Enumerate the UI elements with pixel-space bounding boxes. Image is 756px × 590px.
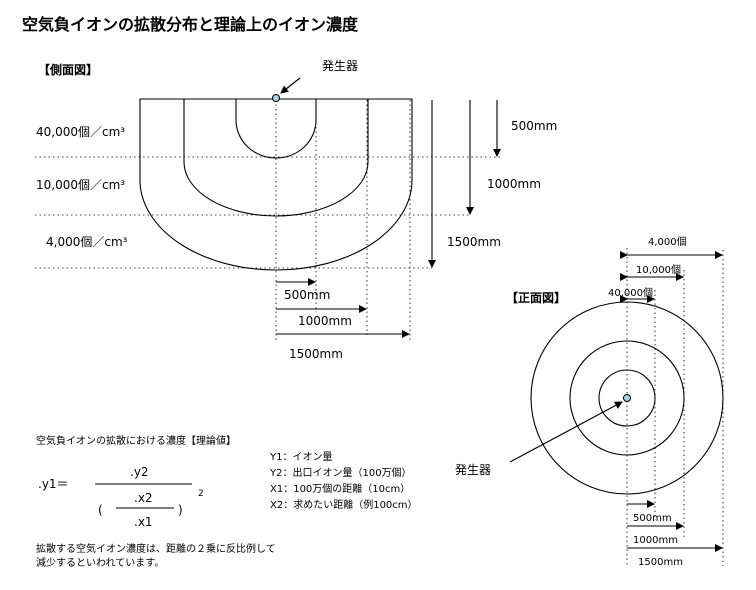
side-view: 【側面図】 発生器 40,000個／cm³ 10,000個／cm³ 4,000個… [35,59,557,361]
front-conc-label-40000: 40,000個 [608,286,653,299]
front-conc-label-10000: 10,000個 [636,263,681,276]
side-vertical-label-1000: 1000mm [487,177,541,191]
formula-heading: 空気負イオンの拡散における濃度【理論値】 [36,434,236,447]
side-view-heading: 【側面図】 [38,62,98,77]
side-generator-point [272,94,280,102]
side-generator-arrow [280,77,301,94]
formula-legend-x1: X1：100万個の距離（10cm） [270,482,410,495]
front-distance-label-1000: 1000mm [633,535,678,546]
side-horizontal-label-500: 500mm [284,288,330,302]
front-zone-middle [569,340,685,456]
formula-exponent: 2 [198,489,204,499]
front-generator-arrow [509,401,623,463]
side-zone-label-4000: 4,000個／cm³ [46,235,128,249]
side-horizontal-label-1000: 1000mm [298,314,352,328]
side-zone-middle [183,99,369,217]
front-zone-inner [598,369,656,427]
front-distance-label-1500: 1500mm [638,557,683,568]
front-conc-label-4000: 4,000個 [648,235,687,248]
front-view: 【正面図】 発生器 4,000個 10,000個 40,000個 500mm 1… [455,235,724,568]
formula-lhs: .y1＝ [38,477,69,491]
formula-note-line2: 減少するといわれています。 [36,556,164,569]
side-generator-label: 発生器 [322,59,358,73]
formula-inner-denominator: .x1 [134,515,153,529]
formula-legend-y1: Y1：イオン量 [269,451,332,463]
side-zone-label-40000: 40,000個／cm³ [36,125,125,139]
formula-section: 空気負イオンの拡散における濃度【理論値】 .y1＝ .y2 ( .x2 .x1 … [36,434,418,569]
front-view-heading: 【正面図】 [506,290,566,305]
side-vertical-label-1500: 1500mm [447,235,501,249]
formula-legend-y2: Y2：出口イオン量（100万個） [269,466,412,479]
front-distance-label-500: 500mm [633,513,672,524]
formula-paren-close: ) [178,503,183,517]
formula-legend-x2: X2：求めたい距離（例100cm） [270,498,418,511]
page-title: 空気負イオンの拡散分布と理論上のイオン濃度 [22,15,359,34]
side-vertical-label-500: 500mm [511,119,557,133]
formula-numerator: .y2 [130,465,149,479]
side-zone-label-10000: 10,000個／cm³ [36,178,125,192]
front-generator-point [623,394,631,402]
side-horizontal-label-1500: 1500mm [289,347,343,361]
side-zone-outer [139,98,413,271]
front-generator-label: 発生器 [455,463,491,477]
formula-paren-open: ( [98,503,103,517]
formula-inner-numerator: .x2 [134,491,153,505]
formula-note-line1: 拡散する空気イオン濃度は、距離の２乗に反比例して [36,542,276,555]
side-zone-inner [235,99,317,159]
